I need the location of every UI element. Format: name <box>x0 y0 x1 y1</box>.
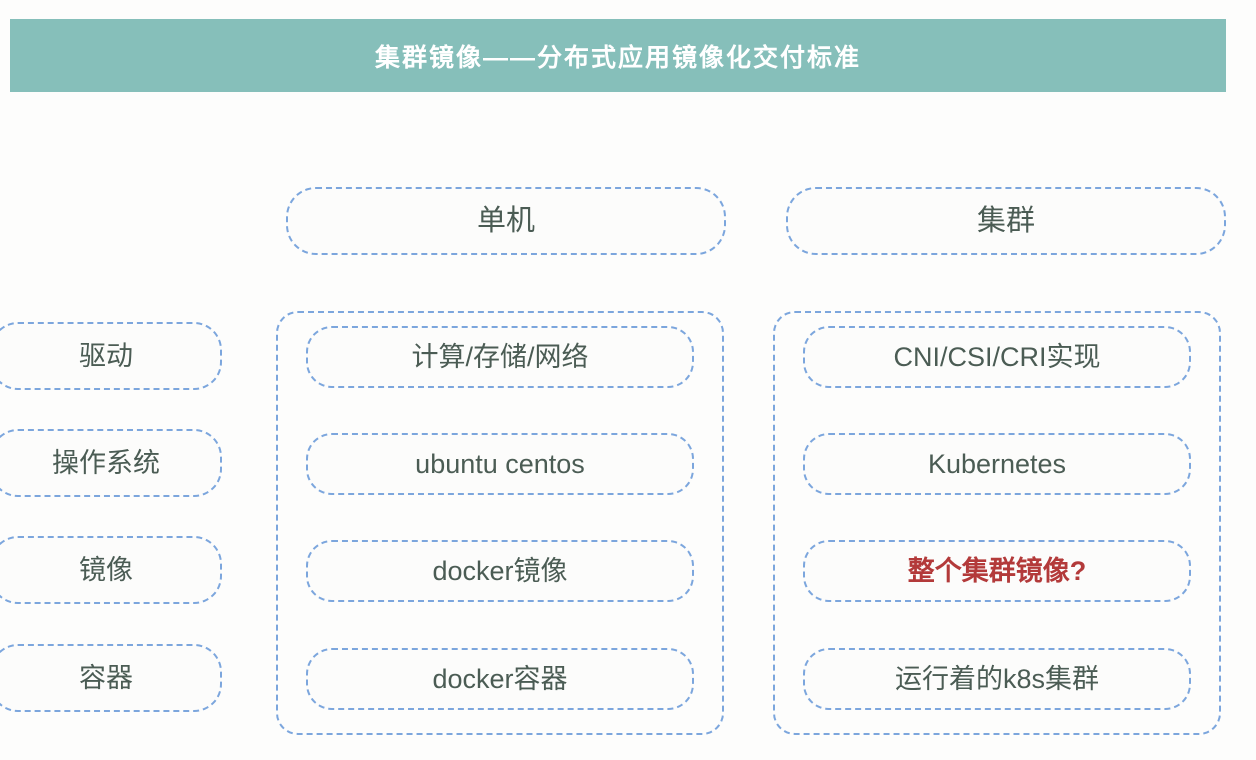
column-header-standalone-label: 单机 <box>476 204 535 237</box>
item-cluster-driver-label: CNI/CSI/CRI实现 <box>893 341 1101 372</box>
layer-label-container: 容器 <box>0 644 222 712</box>
layer-label-os: 操作系统 <box>0 429 222 497</box>
item-cluster-os: Kubernetes <box>803 433 1191 495</box>
page-title: 集群镜像——分布式应用镜像化交付标准 <box>374 43 861 72</box>
item-standalone-driver: 计算/存储/网络 <box>306 326 694 388</box>
item-cluster-container: 运行着的k8s集群 <box>803 648 1191 710</box>
item-standalone-image: docker镜像 <box>306 540 694 602</box>
item-cluster-os-label: Kubernetes <box>927 448 1067 479</box>
item-cluster-driver: CNI/CSI/CRI实现 <box>803 326 1191 388</box>
column-header-cluster-label: 集群 <box>976 204 1035 237</box>
column-header-cluster: 集群 <box>786 187 1226 255</box>
item-standalone-container-label: docker容器 <box>432 663 568 694</box>
item-cluster-image-label: 整个集群镜像? <box>907 555 1087 586</box>
item-standalone-os-label: ubuntu centos <box>415 448 585 479</box>
item-standalone-container: docker容器 <box>306 648 694 710</box>
group-container-cluster <box>773 311 1221 735</box>
item-standalone-os: ubuntu centos <box>306 433 694 495</box>
layer-label-driver: 驱动 <box>0 322 222 390</box>
title-banner: 集群镜像——分布式应用镜像化交付标准 <box>10 19 1226 92</box>
layer-label-driver-text: 驱动 <box>79 340 133 371</box>
column-header-standalone: 单机 <box>286 187 726 255</box>
layer-label-image: 镜像 <box>0 536 222 604</box>
group-container-standalone <box>276 311 724 735</box>
layer-label-image-text: 镜像 <box>79 554 133 585</box>
item-cluster-container-label: 运行着的k8s集群 <box>894 663 1100 694</box>
layer-label-container-text: 容器 <box>79 662 133 693</box>
item-standalone-image-label: docker镜像 <box>432 555 568 586</box>
item-cluster-image: 整个集群镜像? <box>803 540 1191 602</box>
item-standalone-driver-label: 计算/存储/网络 <box>411 341 589 372</box>
layer-label-os-text: 操作系统 <box>52 447 160 478</box>
